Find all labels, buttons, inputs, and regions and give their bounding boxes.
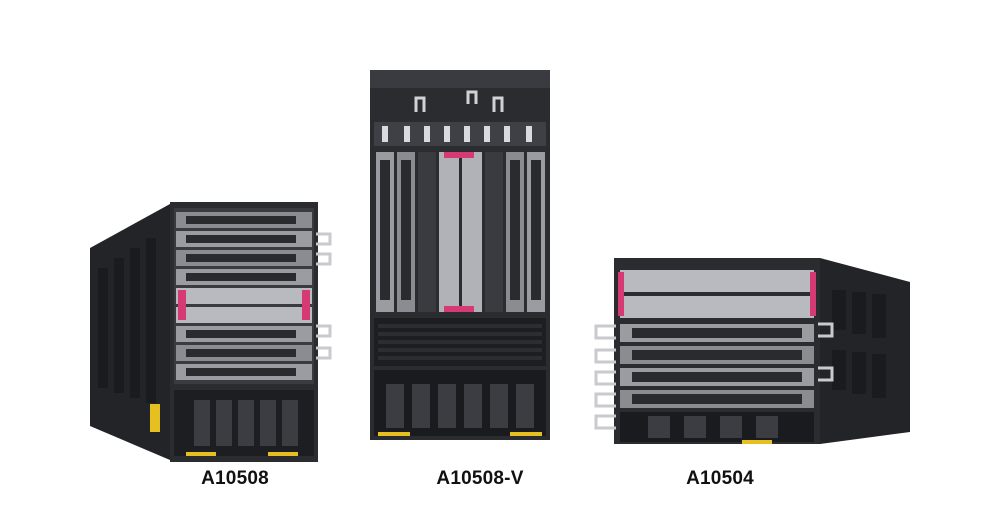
caption-a10504: A10504 (686, 468, 754, 489)
product-a10504 (588, 254, 913, 454)
a10508-v-line-cards (376, 152, 545, 312)
product-a10508-v (366, 68, 556, 443)
a10508-v-chassis-image (370, 70, 550, 440)
caption-a10508-v: A10508-V (436, 468, 524, 489)
product-a10508 (90, 198, 340, 463)
a10504-line-cards (618, 270, 816, 408)
caption-a10508: A10508 (201, 468, 269, 489)
a10504-chassis-image (594, 258, 910, 444)
a10508-line-cards (176, 212, 312, 380)
a10508-chassis-image (90, 202, 332, 462)
